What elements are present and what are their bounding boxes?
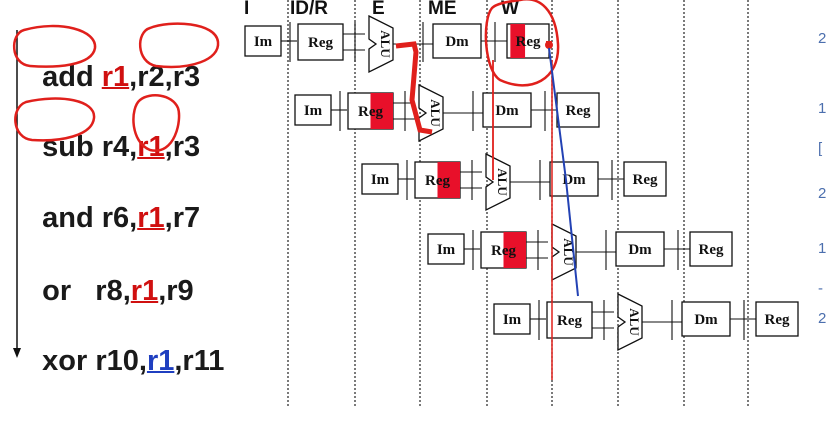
instruction-memory-box: Im [427, 233, 465, 265]
opcode: xor [42, 345, 88, 377]
circle-sub [14, 97, 96, 142]
annotations [12, 0, 579, 380]
edge-mark: 2 [818, 30, 827, 47]
edge-mark: 1 [818, 100, 827, 117]
operand-r1: r1 [146, 345, 175, 377]
writeback-register-box: Reg [689, 231, 733, 267]
circle-r2r3 [138, 22, 220, 69]
instruction-memory-box: Im [294, 94, 332, 126]
opcode: and [42, 202, 94, 234]
register-file-box: Reg [347, 92, 394, 130]
instruction-add: add r1,r2,r3 [26, 34, 200, 92]
alu-unit: ALU [368, 14, 394, 74]
opcode: or [42, 275, 72, 307]
operand-rest: ,r3 [164, 131, 201, 163]
svg-text:Reg: Reg [557, 313, 582, 329]
svg-text:Reg: Reg [308, 35, 333, 51]
edge-mark: 2 [818, 310, 827, 327]
register-file-box: Reg [414, 161, 461, 199]
instruction-xor: xor r10,r1,r11 [26, 318, 224, 376]
svg-text:Dm: Dm [562, 172, 586, 188]
operand-rest: r10, [87, 345, 147, 377]
svg-text:Reg: Reg [358, 104, 383, 120]
svg-text:Dm: Dm [628, 242, 652, 258]
time-axis-arrowhead [13, 348, 21, 358]
svg-text:Im: Im [304, 103, 323, 119]
svg-text:Reg: Reg [491, 243, 516, 259]
alu-unit: ALU [485, 152, 511, 212]
svg-text:Reg: Reg [765, 312, 790, 328]
svg-text:Dm: Dm [694, 312, 718, 328]
operand-rest: ,r7 [164, 202, 201, 234]
svg-text:ALU: ALU [627, 308, 642, 336]
instruction-and: and r6,r1,r7 [26, 175, 200, 233]
edge-mark: 1 [818, 240, 827, 257]
writeback-register-box: Reg [556, 92, 600, 128]
svg-text:ALU: ALU [378, 30, 393, 58]
operand-r1: r1 [137, 202, 165, 234]
svg-text:Im: Im [437, 242, 456, 258]
operand-r1: r1 [130, 275, 159, 307]
data-memory-box: Dm [681, 301, 731, 337]
instruction-memory-box: Im [244, 25, 282, 57]
svg-text:Reg: Reg [516, 34, 541, 50]
edge-mark: 2 [818, 185, 827, 202]
stage-label-wb: W [501, 0, 519, 19]
operand-rest: ,r9 [158, 275, 194, 307]
stage-label-ex: E [372, 0, 385, 19]
stage-label-idr: ID/R [290, 0, 328, 19]
data-memory-box: Dm [615, 231, 665, 267]
writeback-dot [545, 41, 553, 49]
svg-text:Reg: Reg [566, 103, 591, 119]
register-file-box: Reg [546, 301, 593, 339]
forward-line-blue [548, 47, 579, 297]
instruction-memory-box: Im [493, 303, 531, 335]
circle-wb-reg [484, 0, 560, 87]
operand-r1: r1 [137, 131, 165, 163]
instruction-memory-box: Im [361, 163, 399, 195]
alu-unit: ALU [418, 83, 444, 143]
svg-text:Reg: Reg [699, 242, 724, 258]
operand-rest: r6, [93, 202, 138, 234]
stage-label-mem: ME [428, 0, 457, 19]
register-file-box: Reg [297, 23, 344, 61]
svg-text:Im: Im [371, 172, 390, 188]
data-memory-box: Dm [549, 161, 599, 197]
svg-text:Im: Im [254, 34, 273, 50]
alu-unit: ALU [617, 292, 643, 352]
instruction-or: or r8,r1,r9 [26, 248, 194, 306]
register-file-box: Reg [480, 231, 527, 269]
svg-text:ALU: ALU [495, 168, 510, 196]
forward-path-mem-ex [395, 41, 433, 135]
writeback-register-box: Reg [506, 23, 550, 59]
operand-rest: r8, [71, 275, 131, 307]
circle-add [12, 24, 97, 68]
svg-text:Reg: Reg [425, 173, 450, 189]
data-memory-box: Dm [432, 23, 482, 59]
svg-text:Dm: Dm [445, 34, 469, 50]
svg-text:ALU: ALU [428, 99, 443, 127]
writeback-register-box: Reg [755, 301, 799, 337]
svg-text:Dm: Dm [495, 103, 519, 119]
operand-rest: r4, [93, 131, 138, 163]
svg-text:Reg: Reg [633, 172, 658, 188]
svg-text:Im: Im [503, 312, 522, 328]
writeback-register-box: Reg [623, 161, 667, 197]
operand-rest: ,r11 [174, 345, 225, 377]
circle-r1 [132, 94, 181, 152]
operand-r1: r1 [101, 61, 130, 93]
stage-label-if: I [244, 0, 250, 19]
edge-mark: [ [818, 140, 823, 157]
data-memory-box: Dm [482, 92, 532, 128]
stage-dividers [287, 0, 749, 408]
edge-mark: - [818, 280, 823, 297]
